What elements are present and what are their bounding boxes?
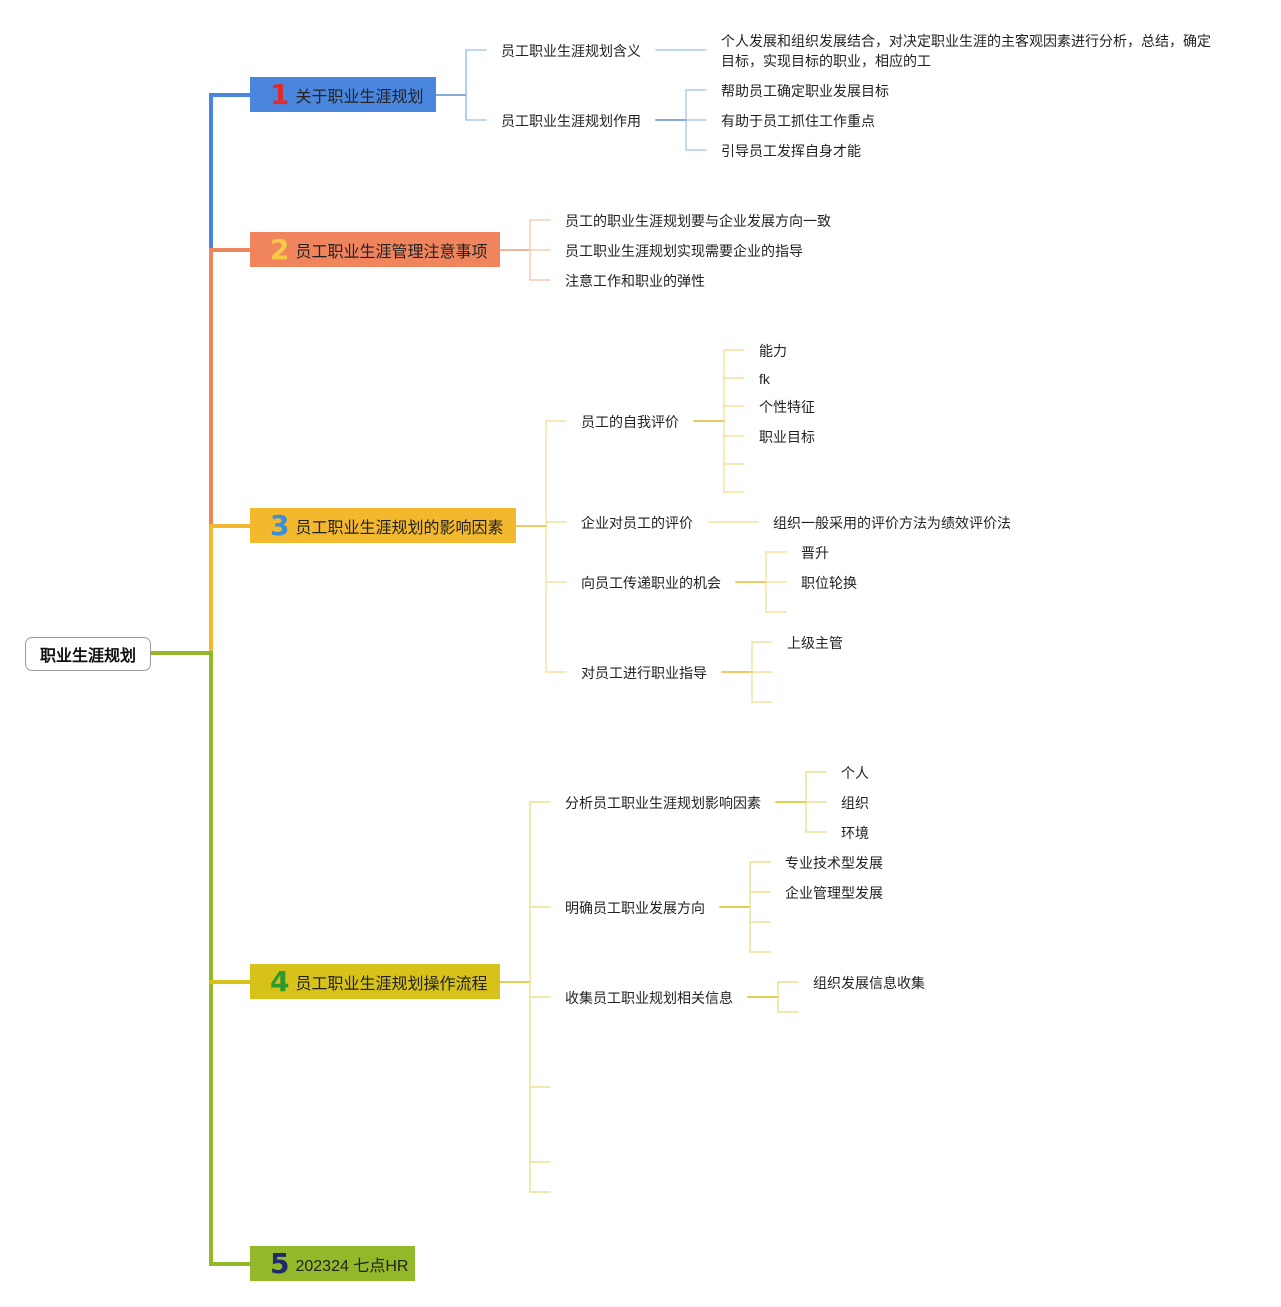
branch-3-number: 3 [270, 509, 290, 542]
branch-2-label: 员工职业生涯管理注意事项 [295, 243, 488, 261]
branch-4-number: 4 [270, 965, 290, 998]
branch-5-number: 5 [270, 1247, 290, 1280]
topic-self-eval-item[interactable]: 能力 [759, 343, 787, 359]
topic-self-eval-item[interactable]: 职业目标 [759, 429, 815, 445]
topic-development-direction[interactable]: 明确员工职业发展方向 [565, 900, 705, 916]
topic-career-opportunity[interactable]: 向员工传递职业的机会 [581, 575, 721, 591]
topic-factor-item[interactable]: 组织 [841, 795, 869, 811]
topic-opportunity-item[interactable]: 职位轮换 [801, 575, 857, 591]
branch-1-label: 关于职业生涯规划 [295, 88, 424, 106]
topic-guidance-item[interactable]: 上级主管 [787, 635, 843, 651]
topic-company-eval-item[interactable]: 组织一般采用的评价方法为绩效评价法 [773, 515, 1011, 531]
topic-self-eval-item[interactable]: fk [759, 371, 770, 387]
branch-1[interactable]: 1 关于职业生涯规划 [250, 77, 436, 112]
topic-career-guidance[interactable]: 对员工进行职业指导 [581, 665, 707, 681]
branch-4-label: 员工职业生涯规划操作流程 [295, 975, 488, 993]
topic-function-item[interactable]: 帮助员工确定职业发展目标 [721, 83, 889, 99]
topic-notice-item[interactable]: 注意工作和职业的弹性 [565, 273, 705, 289]
topic-self-eval-item[interactable]: 个性特征 [759, 399, 815, 415]
branch-5-label: 202324 七点HR [295, 1257, 409, 1275]
topic-function-item[interactable]: 有助于员工抓住工作重点 [721, 113, 875, 129]
topic-company-evaluation[interactable]: 企业对员工的评价 [581, 515, 693, 531]
topic-function-item[interactable]: 引导员工发挥自身才能 [721, 143, 861, 159]
topic-analyze-factors[interactable]: 分析员工职业生涯规划影响因素 [565, 795, 761, 811]
branch-2-number: 2 [270, 233, 290, 266]
topic-notice-item[interactable]: 员工的职业生涯规划要与企业发展方向一致 [565, 213, 831, 229]
branch-5[interactable]: 5 202324 七点HR [250, 1246, 415, 1281]
topic-opportunity-item[interactable]: 晋升 [801, 545, 829, 561]
topic-meaning[interactable]: 员工职业生涯规划含义 [501, 43, 641, 59]
topic-collect-item[interactable]: 组织发展信息收集 [813, 975, 925, 991]
branch-1-number: 1 [270, 78, 290, 111]
topic-notice-item[interactable]: 员工职业生涯规划实现需要企业的指导 [565, 243, 803, 259]
branch-3[interactable]: 3 员工职业生涯规划的影响因素 [250, 508, 516, 543]
branch-2[interactable]: 2 员工职业生涯管理注意事项 [250, 232, 500, 267]
topic-function[interactable]: 员工职业生涯规划作用 [501, 113, 641, 129]
root-topic[interactable]: 职业生涯规划 [25, 637, 151, 671]
branch-4[interactable]: 4 员工职业生涯规划操作流程 [250, 964, 500, 999]
topic-direction-item[interactable]: 专业技术型发展 [785, 855, 883, 871]
branch-3-label: 员工职业生涯规划的影响因素 [295, 519, 504, 537]
topic-factor-item[interactable]: 个人 [841, 765, 869, 781]
topic-self-evaluation[interactable]: 员工的自我评价 [581, 414, 679, 430]
topic-factor-item[interactable]: 环境 [841, 825, 869, 841]
topic-meaning-detail[interactable]: 个人发展和组织发展结合，对决定职业生涯的主客观因素进行分析，总结，确定目标，实现… [721, 33, 1211, 69]
topic-direction-item[interactable]: 企业管理型发展 [785, 885, 883, 901]
topic-collect-info[interactable]: 收集员工职业规划相关信息 [565, 990, 733, 1006]
